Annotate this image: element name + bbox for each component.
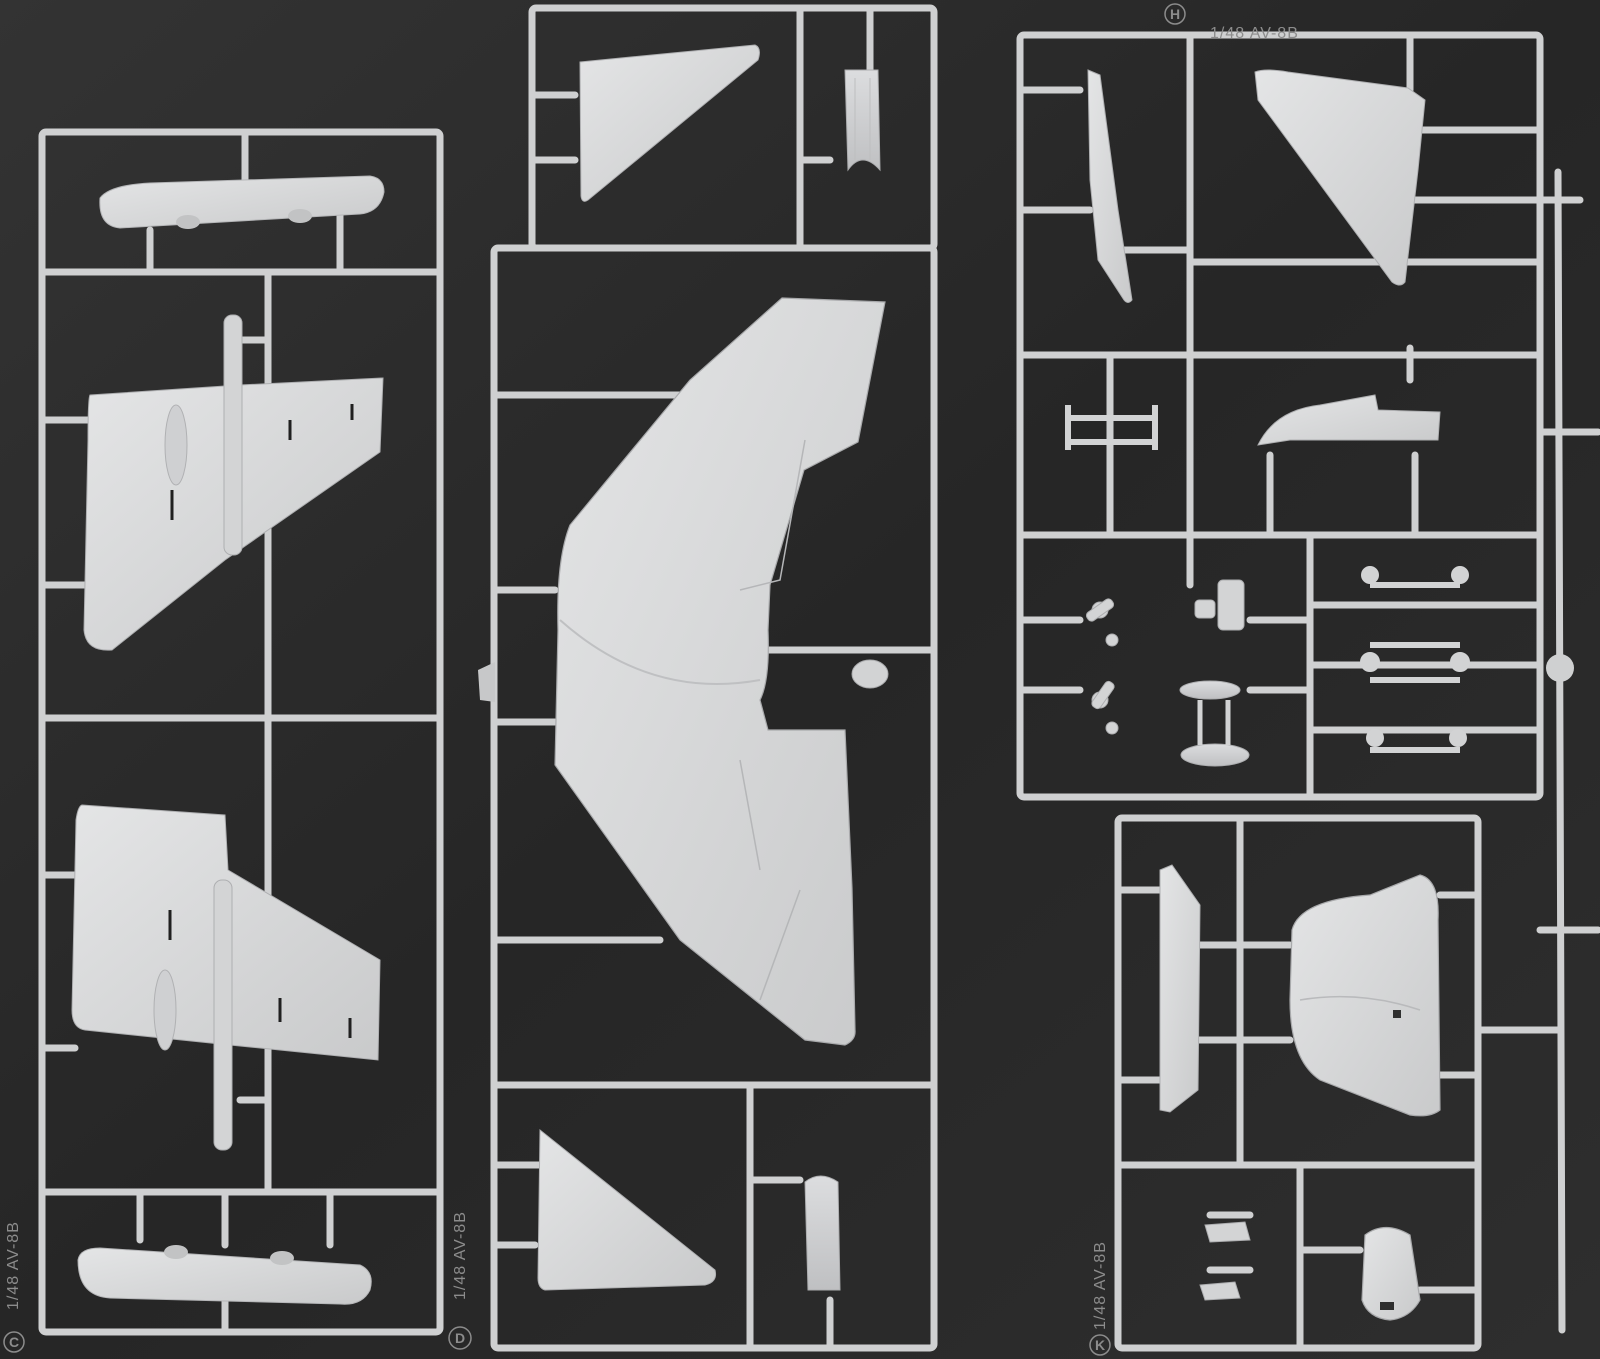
sprue-c-scale-label: 1/48 AV-8B [5,1221,22,1310]
intake-splitter [1257,394,1441,446]
sprue-h-letter: H [1170,6,1180,22]
sprue-gate-tab [478,662,495,702]
horizontal-stabilizer [1254,69,1426,286]
sprue-h-frame [1016,31,1544,801]
exhaust-nozzle-bottom [804,1175,841,1291]
sprue-h-letter-badge [1164,3,1186,25]
attach-point [288,209,312,223]
tail-fin-top [579,44,760,202]
side-runner [1516,168,1600,1334]
sprue-d-main-frame [490,244,938,1352]
sprue-c-letter-badge [3,1331,25,1353]
wing-fence-top [99,175,385,229]
sprue-k-scale-label: 1/48 AV-8B [1092,1241,1109,1330]
main-wing [554,297,886,1046]
sprue-c [38,128,444,1336]
sprue-k-letter-badge [1089,1334,1111,1356]
pylon-rack-part [1360,566,1470,753]
small-bracket-part [1204,1221,1251,1243]
nose-tip-part [1361,1226,1421,1321]
sprue-h-scale-label: 1/48 AV-8B [1210,25,1299,42]
sprue-d-letter: D [455,1330,465,1346]
sprue-c-frame [38,128,444,1336]
outrigger-strut [213,879,233,1151]
pylon-fairing [164,404,188,486]
nose-tip-opening [1380,1302,1394,1310]
sprue-d-scale-label: 1/48 AV-8B [452,1211,469,1300]
wing-fence-bottom [77,1247,372,1305]
sprue-h [1016,31,1544,801]
sprue-d [490,4,938,1352]
attach-point [164,1245,188,1259]
landing-gear-part [1085,579,1245,735]
strake-part [1087,69,1133,303]
exhaust-nozzle-top [844,69,881,172]
small-frame-part [1065,405,1158,450]
runner-disc [1546,654,1574,682]
attach-point [176,215,200,229]
outrigger-strut [223,314,243,556]
small-bracket-part [1199,1281,1241,1301]
panel-opening [1393,1010,1401,1018]
sprue-c-letter: C [9,1334,19,1350]
canopy-frame-part [1159,864,1201,1113]
sprue-d-letter-badge [448,1326,472,1350]
antenna-fairing [851,659,889,689]
pylon-fairing [153,969,177,1051]
drop-tank-small [1179,680,1250,767]
tail-fin-bottom [537,1128,716,1291]
attach-point [270,1251,294,1265]
sprue-k-letter: K [1095,1337,1105,1353]
nose-cone-part [1289,874,1441,1117]
sprue-k [1114,814,1564,1352]
